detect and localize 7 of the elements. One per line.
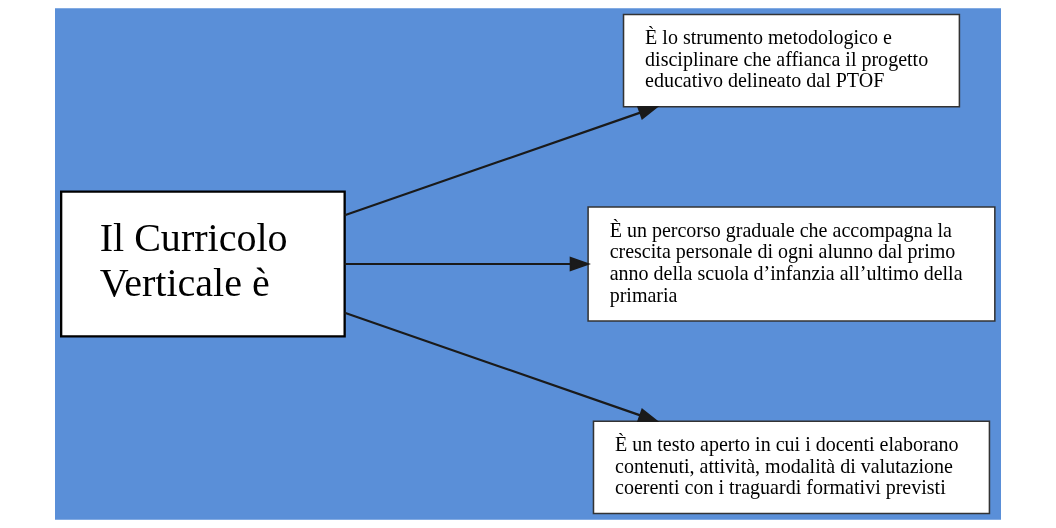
arrow: [344, 105, 660, 217]
node-box: È un percorso graduale che accompagna la crescita personale di ogni alunno dal primo anno della scuola d’infanzia all’ultimo della primaria: [587, 206, 996, 322]
node-box: È un testo aperto in cui i docenti elaborano contenuti, attività, modalità di valutazione coerenti con i traguardi formativi previsti: [592, 420, 991, 515]
arrow: [344, 256, 591, 272]
node-box: È lo strumento metodologico e disciplinare che affianca il progetto educativo delineato dal PTOF: [622, 13, 961, 108]
arrow: [344, 311, 660, 423]
node-box: Il Curricolo Verticale è: [60, 190, 346, 338]
